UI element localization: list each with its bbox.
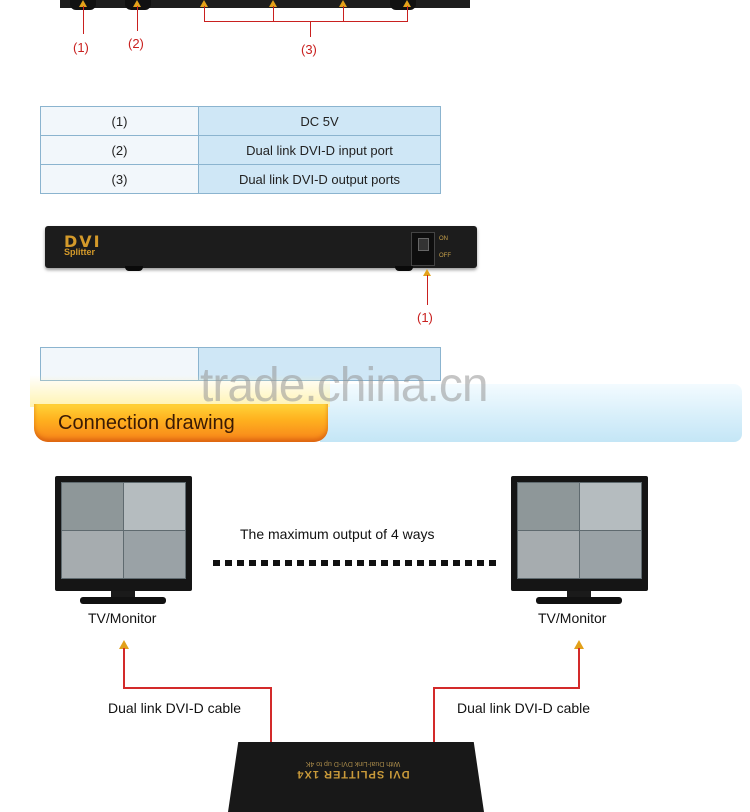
callout-line (343, 6, 344, 21)
callout-2-label: (2) (128, 36, 144, 51)
cable-line (578, 648, 580, 688)
port-number: (1) (40, 106, 199, 136)
port-number: (3) (40, 164, 199, 194)
left-monitor-label: TV/Monitor (88, 610, 157, 626)
callout-line (427, 275, 428, 305)
device-subtitle: With Dual-Link DVI-D up to 4K (305, 760, 401, 767)
arrow-up-icon (574, 640, 584, 649)
table-row: (1) DC 5V (40, 106, 441, 136)
top-device-strip (60, 0, 470, 8)
right-cable-label: Dual link DVI-D cable (457, 700, 591, 716)
splitter-front-panel (45, 226, 477, 268)
cable-line (433, 687, 580, 689)
arrow-up-icon (119, 640, 129, 649)
arrow-up-icon (79, 0, 87, 7)
callout-line (137, 6, 138, 31)
cable-line (123, 687, 272, 689)
arrow-up-icon (339, 0, 347, 7)
port-number: (2) (40, 135, 199, 165)
dotted-connector (213, 560, 497, 566)
port-description: Dual link DVI-D output ports (198, 164, 441, 194)
ports-table: (1) DC 5V (2) Dual link DVI-D input port… (40, 106, 441, 194)
callout-bracket (204, 21, 408, 22)
dvi-logo: DVI (64, 232, 102, 251)
cable-line (270, 687, 272, 742)
left-cable-label: Dual link DVI-D cable (108, 700, 242, 716)
callout-line (310, 21, 311, 37)
arrow-up-icon (269, 0, 277, 7)
callout-line (407, 6, 408, 21)
table-row: (3) Dual link DVI-D output ports (40, 164, 441, 194)
max-output-text: The maximum output of 4 ways (240, 526, 435, 542)
section-banner-bg (320, 384, 742, 442)
arrow-up-icon (403, 0, 411, 7)
switch-callout-label: (1) (417, 310, 433, 325)
port-description: Dual link DVI-D input port (198, 135, 441, 165)
callout-line (204, 6, 205, 21)
arrow-up-icon (133, 0, 141, 7)
cable-line (433, 687, 435, 742)
port-description: DC 5V (198, 106, 441, 136)
section-banner (34, 404, 328, 442)
switch-on-label: ON (439, 236, 448, 242)
table-row: (2) Dual link DVI-D input port (40, 135, 441, 165)
callout-line (83, 6, 84, 34)
right-monitor-label: TV/Monitor (538, 610, 607, 626)
watermark: trade.china.cn (200, 359, 489, 412)
arrow-up-icon (200, 0, 208, 7)
device-title: DVI SPLITTER 1X4 (296, 768, 410, 780)
section-title: Connection drawing (58, 412, 235, 434)
cable-line (123, 648, 125, 688)
banner-glow (30, 375, 330, 407)
switch-off-label: OFF (439, 253, 451, 259)
splitter-logo: Splitter (64, 247, 96, 257)
callout-3-label: (3) (301, 42, 317, 57)
device-foot (125, 266, 143, 271)
callout-1-label: (1) (73, 40, 89, 55)
switch-knob (418, 238, 429, 251)
arrow-up-icon (423, 269, 431, 276)
callout-line (273, 6, 274, 21)
device-foot (395, 266, 413, 271)
